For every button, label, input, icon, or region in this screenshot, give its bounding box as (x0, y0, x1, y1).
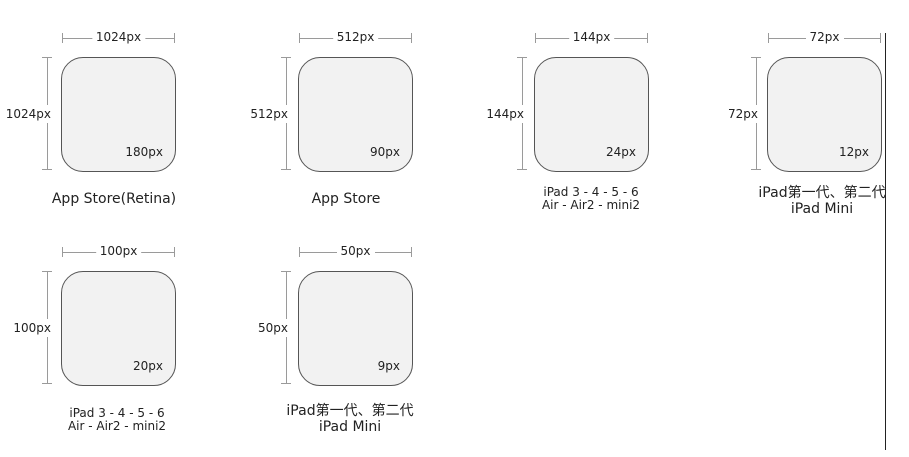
rounded-icon-shape: 90px (298, 57, 413, 172)
width-dimension: 50px (299, 244, 412, 258)
caption-line: App Store (311, 191, 381, 207)
caption-line: iPad Mini (790, 201, 854, 217)
corner-radius-label: 90px (370, 145, 400, 159)
width-label: 512px (332, 30, 379, 44)
width-dimension: 512px (299, 30, 412, 44)
caption-line: iPad 3 - 4 - 5 - 6 (69, 406, 165, 420)
width-dimension: 72px (768, 30, 881, 44)
width-label: 1024px (91, 30, 146, 44)
icon-caption: App Store(Retina) (52, 191, 176, 207)
corner-radius-label: 180px (125, 145, 163, 159)
caption-line: App Store(Retina) (51, 191, 177, 207)
corner-radius-label: 24px (606, 145, 636, 159)
corner-radius-label: 9px (377, 359, 400, 373)
rounded-icon-shape: 12px (767, 57, 882, 172)
rounded-icon-shape: 20px (61, 271, 176, 386)
width-label: 50px (336, 244, 375, 258)
corner-radius-label: 20px (133, 359, 163, 373)
height-label: 100px (13, 319, 51, 337)
caption-line: iPad Mini (318, 419, 382, 435)
width-dimension: 144px (535, 30, 648, 44)
corner-radius-label: 12px (839, 145, 869, 159)
rounded-icon-shape: 24px (534, 57, 649, 172)
vertical-divider (885, 33, 886, 450)
caption-line: Air - Air2 - mini2 (541, 198, 641, 212)
caption-line: Air - Air2 - mini2 (67, 419, 167, 433)
caption-line: iPad第一代、第二代 (286, 403, 414, 419)
height-label: 72px (728, 105, 758, 123)
caption-line: iPad第一代、第二代 (758, 185, 886, 201)
width-dimension: 1024px (62, 30, 175, 44)
icon-caption: iPad第一代、第二代 iPad Mini (286, 403, 413, 435)
icon-caption: iPad 3 - 4 - 5 - 6 Air - Air2 - mini2 (68, 407, 166, 433)
height-label: 144px (486, 105, 524, 123)
height-label: 1024px (5, 105, 51, 123)
width-dimension: 100px (62, 244, 175, 258)
icon-caption: App Store (312, 191, 381, 207)
rounded-icon-shape: 180px (61, 57, 176, 172)
width-label: 144px (568, 30, 615, 44)
icon-caption: iPad第一代、第二代 iPad Mini (758, 185, 885, 217)
width-label: 100px (95, 244, 142, 258)
caption-line: iPad 3 - 4 - 5 - 6 (543, 185, 639, 199)
height-label: 512px (250, 105, 288, 123)
width-label: 72px (805, 30, 844, 44)
height-label: 50px (258, 319, 288, 337)
icon-caption: iPad 3 - 4 - 5 - 6 Air - Air2 - mini2 (542, 186, 640, 212)
rounded-icon-shape: 9px (298, 271, 413, 386)
